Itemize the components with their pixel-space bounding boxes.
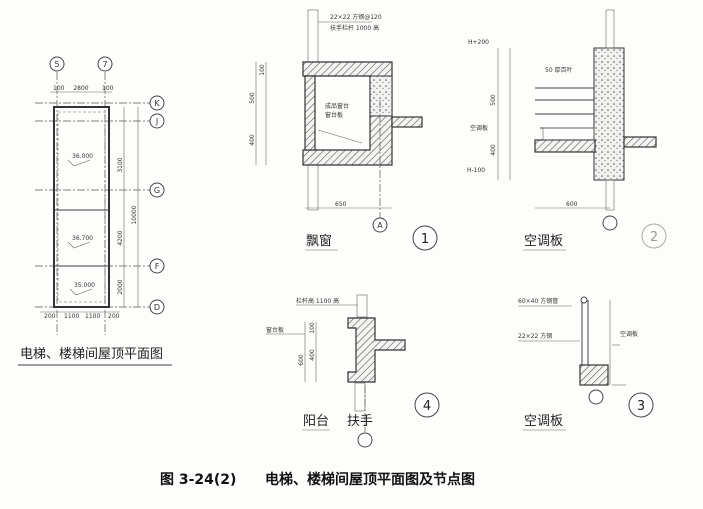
detail-number-2: 2 [641, 223, 667, 249]
plan-title: 电梯、楼梯间屋顶平面图 [20, 347, 163, 362]
svg-text:F: F [155, 262, 160, 271]
stair-walls [53, 106, 110, 308]
dim: 200 [44, 313, 56, 320]
dim: 4200 [117, 230, 124, 245]
axis-bubble-a: A [372, 217, 388, 233]
note: 22×22 方钢@120 [330, 13, 382, 21]
note: 窗台板 [325, 111, 343, 119]
roof-plan: 5 7 100 2800 100 K J G F D 36.000 36.700… [18, 56, 172, 366]
note: 空调板 [470, 124, 488, 132]
detail-subtitle: 扶手 [347, 414, 373, 429]
note: 60×40 方钢管 [518, 297, 558, 305]
dim: 1100 [64, 313, 79, 320]
svg-text:4: 4 [423, 399, 431, 414]
svg-text:J: J [155, 117, 158, 126]
axis-bubble-7: 7 [97, 56, 113, 72]
dim: 400 [249, 134, 256, 146]
level-mark: H+200 [468, 39, 489, 46]
axis-bubble-g: G [149, 182, 165, 198]
detail-title: 飘窗 [306, 233, 332, 249]
dim: 2000 [117, 279, 124, 294]
dim: 10000 [131, 205, 138, 224]
dim: 200 [108, 313, 120, 320]
svg-text:1: 1 [421, 232, 429, 247]
svg-text:D: D [154, 303, 160, 312]
note: 扶手栏杆 1000 高 [330, 24, 379, 32]
svg-text:2: 2 [650, 230, 658, 245]
dim: 400 [490, 144, 497, 156]
detail-title: 空调板 [524, 234, 563, 249]
note: 栏杆高 1100 高 [296, 297, 339, 305]
dim: 400 [309, 349, 316, 361]
svg-text:K: K [154, 99, 160, 108]
level-mark: H-100 [467, 167, 485, 174]
detail-number-3: 3 [628, 392, 654, 418]
dim: 500 [249, 92, 256, 104]
note: 50 厚百叶 [545, 66, 573, 74]
dim: 600 [566, 201, 578, 208]
detail-number-1: 1 [412, 225, 438, 251]
axis-bubble-j: J [149, 113, 165, 129]
detail-3-ac-board: 60×40 方钢管 22×22 方钢 空调板 空调板 3 [518, 296, 654, 431]
axis-bubble-f: F [149, 258, 165, 274]
detail-number-4: 4 [414, 392, 440, 418]
detail-4-balcony: 栏杆高 1100 高 窗台板 100 400 600 阳台 扶手 4 [266, 294, 440, 448]
detail-title: 空调板 [524, 414, 563, 429]
svg-text:5: 5 [54, 60, 59, 69]
detail-2-ac-board: H+200 H-100 500 400 50 厚百叶 空调板 600 空调板 2 [467, 9, 667, 251]
svg-text:7: 7 [102, 60, 107, 69]
dim: 100 [309, 322, 316, 334]
svg-text:3: 3 [637, 399, 645, 414]
dim: 500 [490, 94, 497, 106]
svg-text:G: G [154, 186, 160, 195]
axis-bubble-d: D [149, 299, 165, 315]
figure-title: 电梯、楼梯间屋顶平面图及节点图 [265, 471, 475, 488]
dim: 100 [259, 64, 266, 76]
dim: 100 [53, 85, 65, 92]
elevation-mark: 36.000 [72, 153, 93, 160]
note: 成品窗台 [325, 102, 349, 110]
dim: 1100 [85, 313, 100, 320]
figure-caption: 图 3-24(2) 电梯、楼梯间屋顶平面图及节点图 [160, 471, 475, 488]
note: 22×22 方钢 [518, 332, 552, 340]
note: 空调板 [620, 330, 638, 338]
axis-bubble-k: K [149, 95, 165, 111]
axis-bubble-5: 5 [49, 56, 65, 72]
elevation-mark: 36.700 [72, 235, 93, 242]
dim: 650 [335, 201, 347, 208]
figure-number: 图 3-24(2) [160, 472, 236, 488]
dim: 3100 [117, 157, 124, 172]
dim: 600 [298, 354, 305, 366]
elevation-mark: 35.000 [74, 282, 95, 289]
note: 窗台板 [266, 326, 284, 334]
dim: 100 [102, 85, 114, 92]
svg-text:A: A [377, 221, 383, 230]
detail-title: 阳台 [303, 414, 329, 429]
detail-1-bay-window: 22×22 方钢@120 扶手栏杆 1000 高 成品窗台 窗台板 500 40… [249, 9, 438, 251]
dim: 2800 [73, 85, 88, 92]
